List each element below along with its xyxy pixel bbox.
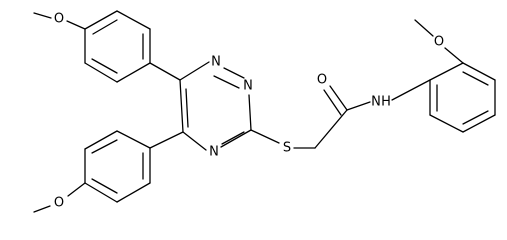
atom-labels: O O N N N S O N H O (54, 12, 444, 211)
bond-c-n-amide (346, 101, 371, 111)
bond-lines (33, 10, 496, 213)
bond-c3-s (250, 129, 280, 144)
bond-phenyl-triazine-bottom (149, 131, 184, 149)
bond-o-c-bottom (67, 182, 86, 197)
bond-ch3-o-top (33, 12, 52, 19)
bond-o-c-top (66, 20, 86, 30)
atom-n4-triazine: N (209, 145, 219, 160)
atom-s-thioether: S (283, 141, 291, 156)
bond-ring-o-anisole (444, 47, 464, 64)
atom-o-methoxy-top: O (54, 12, 64, 27)
bond-ch2-co (314, 109, 348, 149)
triazine-ring (179, 61, 252, 151)
atom-n2-triazine: N (243, 79, 253, 94)
atom-o-carbonyl: O (317, 73, 327, 88)
atom-h-amide: H (381, 95, 391, 110)
atom-o-anisole: O (434, 35, 444, 50)
bond-o-ch3-anisole (414, 19, 434, 37)
anisole-ring (429, 62, 496, 133)
bond-c-o-double-1 (329, 85, 348, 111)
bond-n-aryl (391, 79, 431, 101)
bottom-phenyl-ring (84, 130, 151, 203)
bond-phenyl-triazine-top (149, 62, 181, 81)
bond-c-o-double-2 (323, 89, 342, 116)
top-phenyl-ring (84, 10, 151, 83)
atom-n1-triazine: N (211, 55, 221, 70)
chemical-structure-diagram: O O N N N S O N H O (33, 10, 496, 213)
atom-o-methoxy-bottom: O (54, 196, 64, 211)
atom-n-amide: N (371, 95, 381, 110)
bond-ch3-o-bottom (33, 205, 51, 213)
